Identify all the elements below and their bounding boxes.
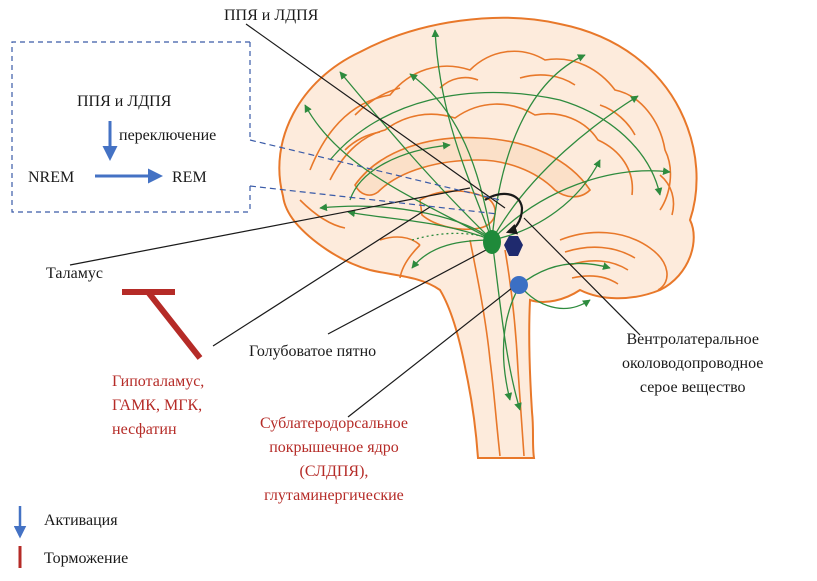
legend-inhibition-label: Торможение — [44, 549, 128, 569]
vlpag-line-3: серое вещество — [622, 376, 763, 400]
sld-line-1: Сублатеродорсальное — [260, 412, 408, 436]
hypothalamus-line-2: ГАМК, МГК, — [112, 394, 204, 418]
locus-coeruleus-label: Голубоватое пятно — [249, 342, 376, 362]
sld-line-4: глутаминергические — [260, 484, 408, 508]
legend-activation-label: Активация — [44, 511, 118, 531]
sld-line-3: (СЛДПЯ), — [260, 460, 408, 484]
box-switch-label: переключение — [119, 126, 216, 146]
vlpag-line-2: околоводопроводное — [622, 352, 763, 376]
hypothalamus-line-3: несфатин — [112, 418, 204, 442]
top-label: ППЯ и ЛДПЯ — [224, 6, 318, 26]
hypothalamus-line-1: Гипоталамус, — [112, 370, 204, 394]
locus-coeruleus-node — [483, 230, 501, 254]
rem-label: REM — [172, 168, 207, 188]
sld-node — [510, 276, 528, 294]
box-title: ППЯ и ЛДПЯ — [77, 92, 171, 112]
nrem-label: NREM — [28, 168, 74, 188]
thalamus-label: Таламус — [46, 264, 103, 284]
vlpag-label: Вентролатеральное околоводопроводное сер… — [622, 328, 763, 400]
hypothalamus-label: Гипоталамус, ГАМК, МГК, несфатин — [112, 370, 204, 442]
vlpag-line-1: Вентролатеральное — [622, 328, 763, 352]
inhibition-symbol — [122, 292, 200, 358]
sld-label: Сублатеродорсальное покрышечное ядро (СЛ… — [260, 412, 408, 508]
sld-line-2: покрышечное ядро — [260, 436, 408, 460]
